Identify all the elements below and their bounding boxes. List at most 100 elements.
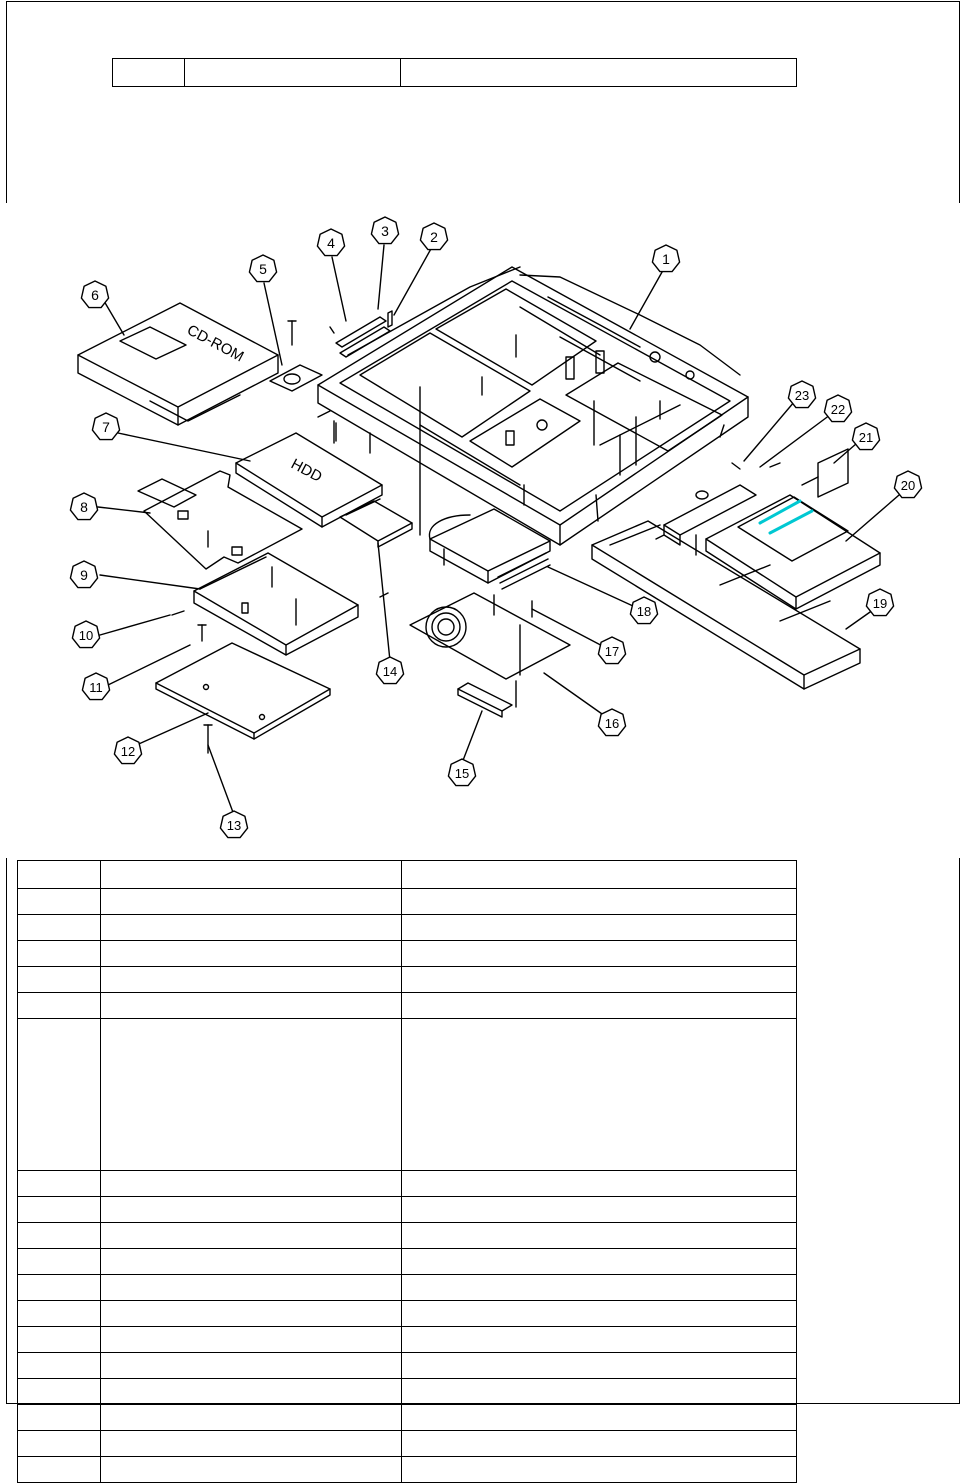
parts-cell [401,1196,797,1223]
parts-cell [401,1170,797,1197]
parts-row [17,1352,797,1379]
parts-cell [401,1404,797,1431]
parts-cell [401,888,797,915]
parts-cell [100,914,402,941]
front-bezel [591,520,861,690]
callout-2-marker [419,222,449,251]
callout-1-label: 1 [662,251,670,267]
callout-21-label: 21 [859,430,873,445]
parts-row [17,888,797,915]
parts-cell [17,966,101,993]
callout-4-label: 4 [327,235,335,251]
callout-15-label: 15 [455,766,469,781]
header-row [112,58,797,87]
callout-20-marker [893,470,923,499]
callout-9-marker [69,560,99,589]
hdd-drive: HDD [235,432,383,528]
callout-1-marker [651,244,681,273]
cdrom-label: CD-ROM [184,322,246,366]
cdrom-bracket [269,320,337,442]
callout-21-marker [851,422,881,451]
parts-row [17,940,797,967]
parts-cell [100,940,402,967]
callout-11-label: 11 [89,680,103,695]
rubber-foot [457,682,513,718]
parts-cell [401,1248,797,1275]
parts-cell [17,1378,101,1405]
parts-row [17,914,797,941]
header-frame [6,1,960,203]
parts-cell [100,1196,402,1223]
parts-cell [17,888,101,915]
parts-cell [17,940,101,967]
parts-cell [100,1222,402,1249]
callout-9-label: 9 [80,567,88,583]
parts-cell [100,1404,402,1431]
parts-cell [100,860,402,889]
parts-row [17,1300,797,1327]
callout-14-label: 14 [383,664,397,679]
parts-cell [401,1456,797,1483]
parts-row [17,1378,797,1405]
parts-cell [401,1274,797,1301]
header-cell [112,58,185,87]
header-cell [400,58,797,87]
parts-cell [17,1248,101,1275]
parts-cell [401,1300,797,1327]
parts-row [17,1456,797,1483]
callout-6-label: 6 [91,287,99,303]
parts-cell [100,1352,402,1379]
bottom-cover [155,642,331,740]
callout-13-marker [219,810,249,839]
callout-11-marker [81,672,111,701]
parts-cell [100,1326,402,1353]
callout-6-marker [80,280,110,309]
callout-19-marker [865,588,895,617]
parts-cell [401,1222,797,1249]
callout-14-marker [375,656,405,685]
parts-cell [401,966,797,993]
parts-cell [100,1430,402,1457]
parts-row [17,966,797,993]
parts-cell [401,1018,797,1171]
callout-17-marker [597,636,627,665]
floppy-drive [705,494,881,610]
callout-5-marker [248,254,278,283]
callout-8-marker [69,492,99,521]
callout-leaders [97,244,907,816]
parts-cell [401,1378,797,1405]
hdd-label: HDD [288,456,325,486]
parts-cell [401,1352,797,1379]
parts-cell [17,1222,101,1249]
hdd-bracket [193,552,389,656]
callout-15-marker [447,758,477,787]
base-chassis [317,266,749,546]
small-bracket-parts [329,310,393,358]
callout-8-label: 8 [80,499,88,515]
parts-cell [17,1326,101,1353]
parts-cell [100,1456,402,1483]
parts-cell [401,1430,797,1457]
parts-row [17,1248,797,1275]
shielding-sheet [137,470,303,570]
parts-cell [17,1018,101,1171]
parts-cell [100,1274,402,1301]
floppy-bracket [655,462,781,556]
cpu-fan-module [428,484,551,618]
parts-cell [17,1430,101,1457]
parts-cell [401,860,797,889]
parts-cell [17,1404,101,1431]
callout-2-label: 2 [430,229,438,245]
parts-cell [17,1196,101,1223]
callout-23-label: 23 [795,388,809,403]
parts-cell [100,1378,402,1405]
parts-row [17,1404,797,1431]
callout-23-marker [787,380,817,409]
parts-cell [100,1018,402,1171]
parts-cell [17,1300,101,1327]
callout-17-label: 17 [605,644,619,659]
parts-row [17,1430,797,1457]
parts-cell [100,888,402,915]
parts-cell [401,992,797,1019]
